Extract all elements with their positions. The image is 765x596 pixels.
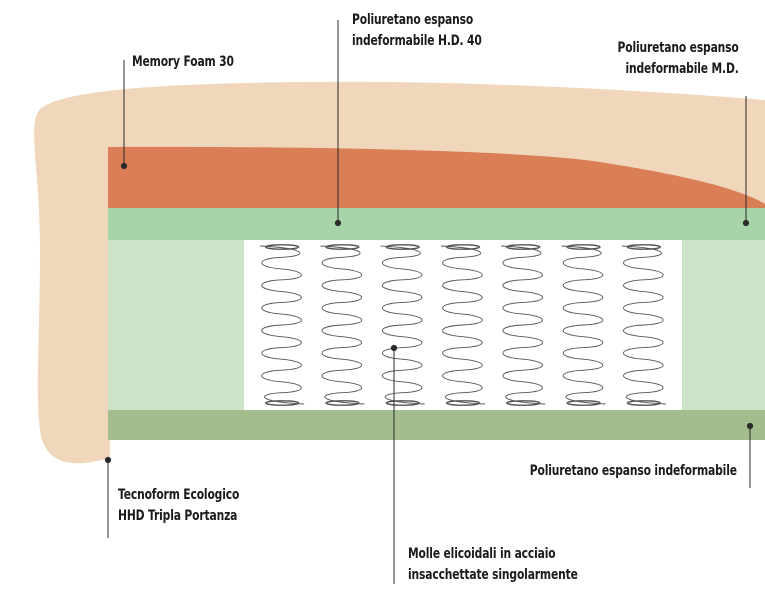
spring-bottom-ring [325, 400, 360, 406]
spring-top-ring [325, 244, 360, 250]
label-bottom-foam-line1: Poliuretano espanso indeformabile [529, 463, 737, 479]
spring-coil [501, 245, 546, 405]
label-bottom-foam: Poliuretano espanso indeformabile [530, 461, 737, 482]
leader-dot-tecnoform [104, 456, 112, 464]
label-tecnoform: Tecnoform Ecologico HHD Tripla Portanza [118, 485, 239, 527]
spring-coil [621, 245, 666, 405]
spring-bottom-ring [506, 400, 541, 406]
label-md-foam: Poliuretano espanso indeformabile M.D. [618, 38, 739, 80]
spring-coil [561, 245, 606, 405]
bottom-foam-layer [108, 410, 765, 440]
leader-dot-springs [390, 344, 398, 352]
spring-bottom-ring [264, 400, 300, 406]
label-hd40-foam-line2: indeformabile H.D. 40 [352, 33, 482, 49]
spring-bottom-ring [385, 400, 420, 406]
leader-dot-bottom [746, 422, 754, 430]
label-springs-line1: Molle elicoidali in acciaio [408, 546, 556, 562]
spring-coils [260, 244, 666, 406]
label-memory-foam-line1: Memory Foam 30 [132, 54, 234, 70]
label-md-foam-line2: indeformabile M.D. [625, 61, 739, 77]
spring-bottom-ring [626, 400, 662, 406]
spring-coil [260, 245, 305, 405]
label-md-foam-line1: Poliuretano espanso [617, 40, 739, 56]
spring-bottom-ring [566, 400, 601, 406]
spring-coil [380, 245, 425, 405]
label-springs: Molle elicoidali in acciaio insacchettat… [408, 544, 578, 586]
spring-top-ring [506, 244, 541, 250]
spring-top-ring [264, 244, 300, 250]
label-tecnoform-line2: HHD Tripla Portanza [118, 508, 238, 524]
label-memory-foam: Memory Foam 30 [132, 52, 234, 73]
spring-top-ring [385, 244, 420, 250]
spring-top-ring [566, 244, 601, 250]
side-core-left [108, 240, 244, 410]
label-tecnoform-line1: Tecnoform Ecologico [118, 487, 240, 503]
spring-coil [320, 245, 365, 405]
label-springs-line2: insacchettate singolarmente [408, 567, 578, 583]
leader-dot-memory-foam [120, 162, 128, 170]
memory-foam-layer [108, 146, 765, 210]
leader-dot-hd40 [334, 219, 342, 227]
md-foam-layer [108, 208, 765, 240]
label-hd40-foam-line1: Poliuretano espanso [352, 12, 474, 28]
label-hd40-foam: Poliuretano espanso indeformabile H.D. 4… [352, 10, 482, 52]
side-core-right [682, 240, 765, 410]
leader-dot-md [742, 219, 750, 227]
spring-bottom-ring [445, 400, 481, 406]
leader-lines [104, 20, 754, 584]
spring-top-ring [626, 244, 662, 250]
spring-coil [440, 245, 486, 405]
spring-top-ring [445, 244, 481, 250]
